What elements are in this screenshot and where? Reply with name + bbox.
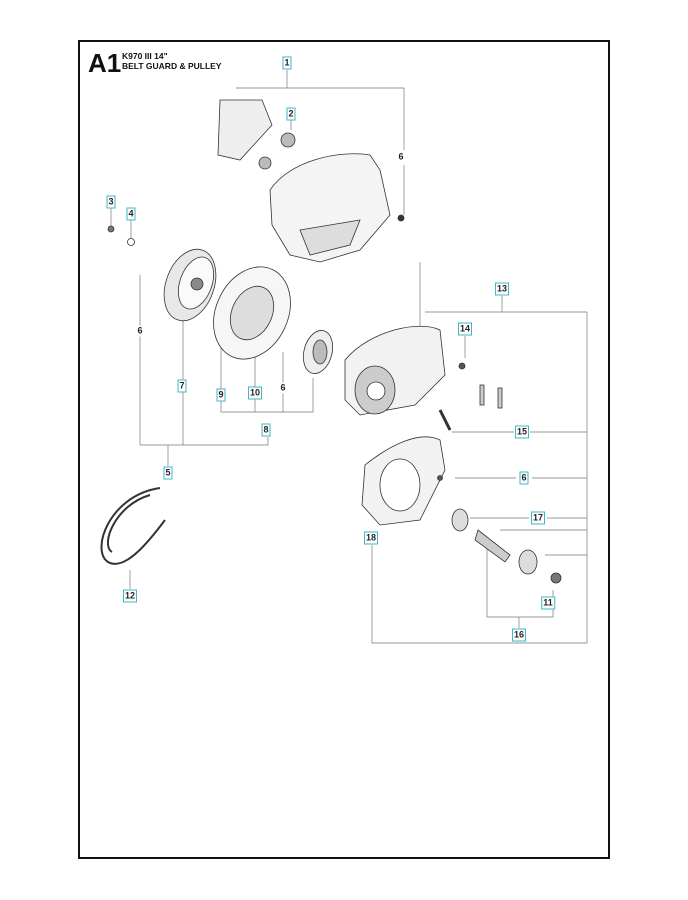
callout-13: 13: [494, 282, 510, 296]
callout-14: 14: [457, 322, 473, 336]
callout-11: 11: [541, 596, 555, 610]
callout-1: 1: [282, 56, 292, 70]
model-name: K970 III 14": [122, 51, 168, 61]
callout-9: 9: [216, 388, 226, 402]
housing: [344, 325, 503, 431]
callout-8: 8: [261, 423, 271, 437]
callout-6: 6: [279, 382, 287, 394]
callout-17: 17: [530, 511, 546, 525]
belt-guard-cover: [217, 99, 405, 263]
section-title: BELT GUARD & PULLEY: [122, 61, 222, 71]
diagram-frame: [78, 40, 610, 859]
callout-2: 2: [286, 107, 296, 121]
section-code: A1: [88, 48, 122, 78]
callout-7: 7: [177, 379, 187, 393]
callout-6: 6: [397, 151, 405, 163]
callout-6: 6: [519, 471, 529, 485]
pulley: [107, 225, 217, 322]
drive-belt: [100, 487, 166, 565]
callout-5: 5: [163, 466, 173, 480]
callout-4: 4: [126, 207, 136, 221]
back-plate: [361, 436, 446, 526]
callout-3: 3: [106, 195, 116, 209]
callout-18: 18: [363, 531, 379, 545]
shaft-assembly: [451, 508, 562, 584]
callout-15: 15: [514, 425, 530, 439]
clutch-plate: [213, 266, 334, 374]
callout-12: 12: [122, 589, 138, 603]
callout-6: 6: [136, 325, 144, 337]
callout-16: 16: [511, 628, 527, 642]
callout-10: 10: [247, 386, 263, 400]
